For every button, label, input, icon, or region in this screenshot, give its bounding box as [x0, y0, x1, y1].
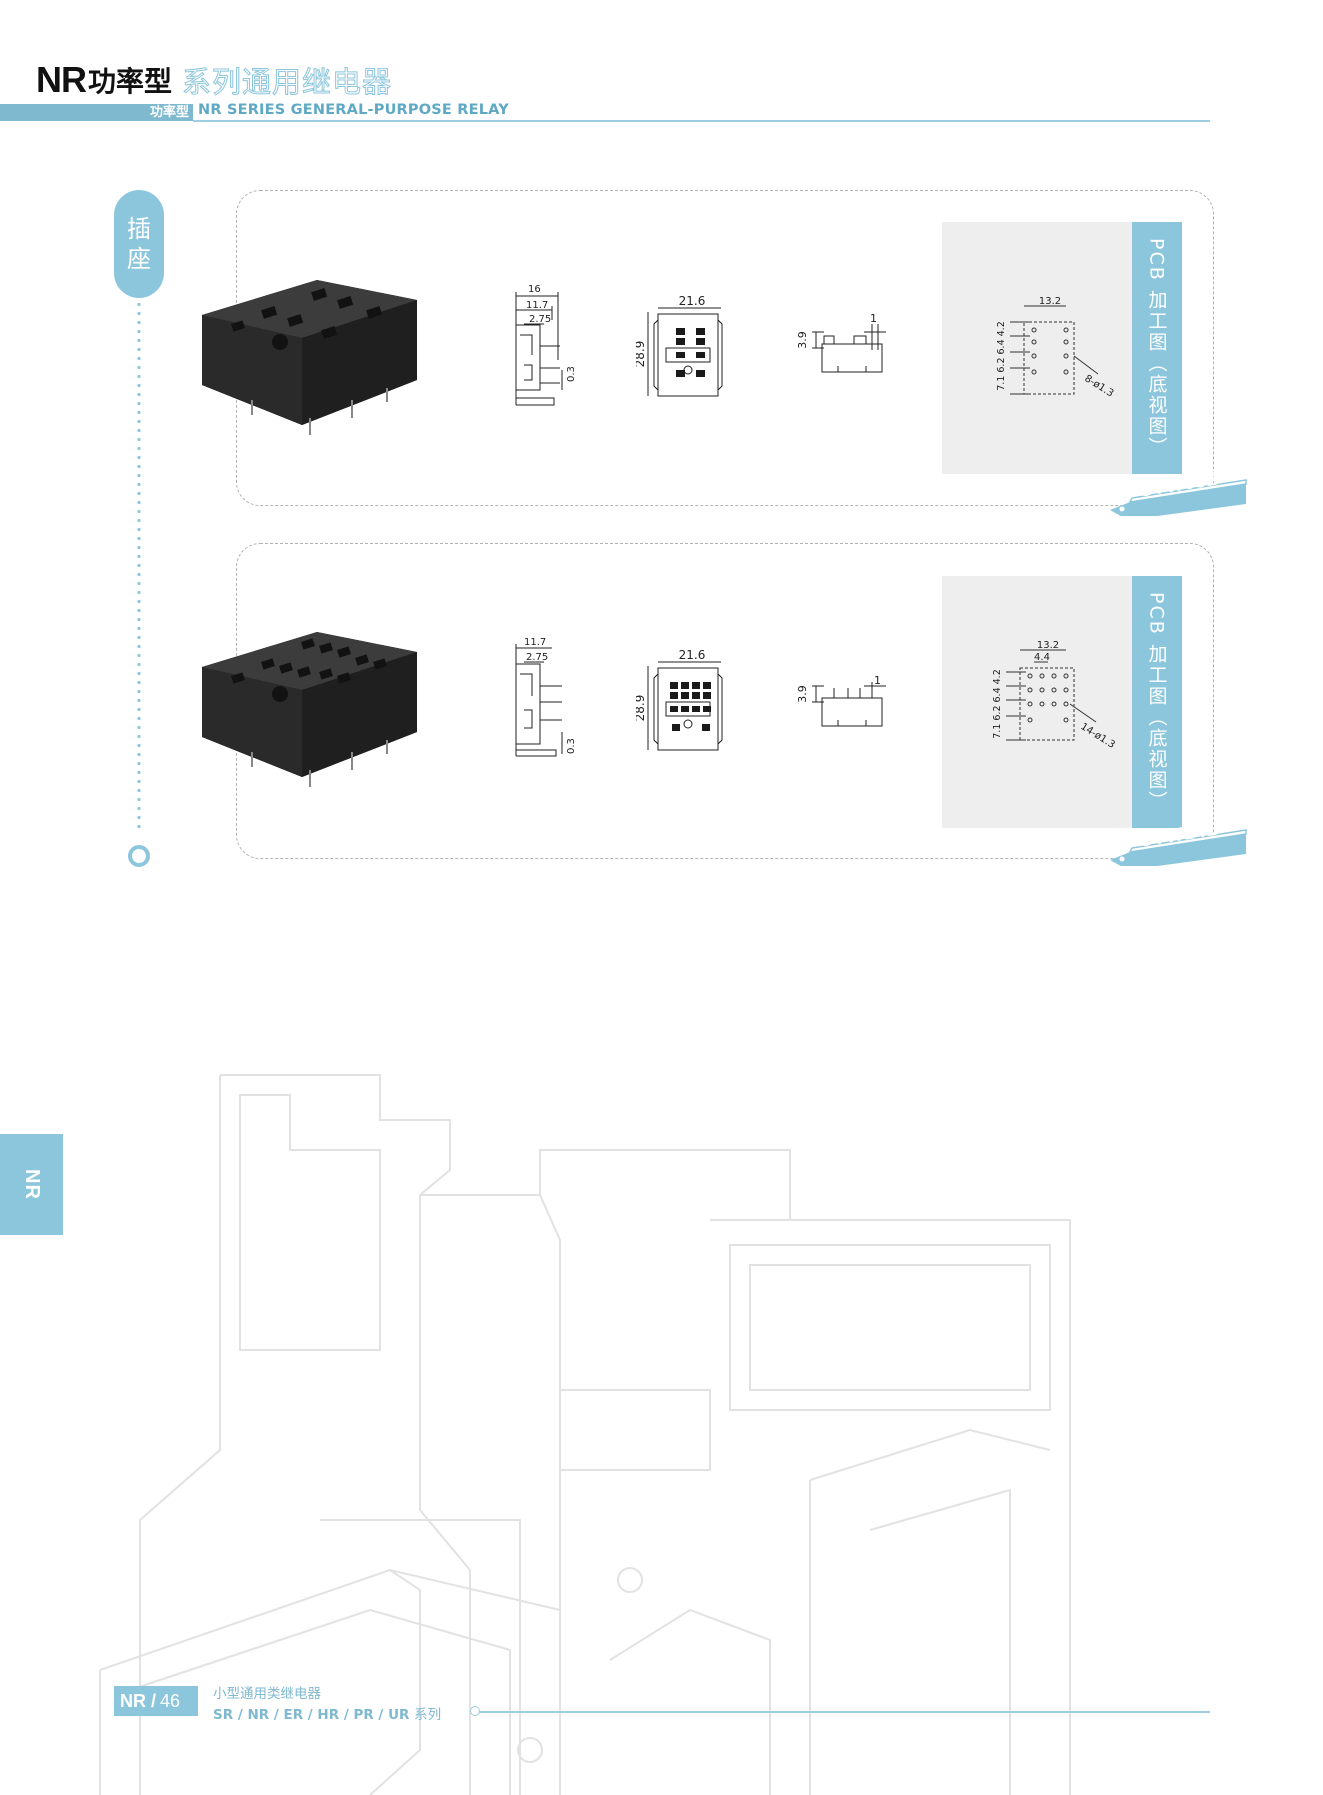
section-label-line1: 插 — [127, 215, 151, 243]
background-relay-illustration — [99, 1074, 1071, 1795]
pcb-dim-13-2: 13.2 — [1037, 640, 1059, 651]
dim-1: 1 — [870, 312, 877, 325]
pcb-hole-spec: 14-ø1.3 — [1078, 721, 1116, 751]
header-rule — [193, 120, 1210, 122]
dim-0-3: 0.3 — [566, 366, 577, 382]
title-brand: NR — [36, 59, 87, 100]
header-band-label: 功率型 — [149, 105, 189, 120]
section-tab-label: NR — [20, 1169, 43, 1200]
dim-2-75: 2.75 — [529, 314, 551, 325]
pcb-dim-spacing: 7.1 6.2 6.4 4.2 — [992, 669, 1003, 739]
footer-series-suffix: 系列 — [414, 1707, 442, 1723]
footer-brand: NR / — [120, 1690, 156, 1711]
dim-11-7: 11.7 — [524, 637, 546, 648]
footer-ring-icon — [470, 1706, 480, 1716]
footer-subtitle: 小型通用类继电器 — [213, 1686, 321, 1702]
socket-photo-8pin — [202, 280, 417, 435]
section-label-line2: 座 — [127, 245, 151, 273]
dim-28-9: 28.9 — [636, 341, 647, 368]
pcb-label-strip: PCB 加工图（底视图） — [1132, 576, 1182, 828]
dim-16: 16 — [528, 284, 541, 295]
dim-0-3: 0.3 — [566, 738, 577, 754]
section-label: 插 座 — [114, 190, 164, 298]
pcb-layout-drawing-syw14b: 13.2 4.4 7.1 6.2 6.4 4.2 14-ø1.3 — [992, 640, 1117, 751]
model-tag-syw08b: SYW08B — [1108, 468, 1248, 520]
title-type: 功率型 — [88, 65, 173, 98]
dim-28-9: 28.9 — [636, 695, 647, 722]
pcb-dim-13-2: 13.2 — [1039, 296, 1061, 307]
dim-3-9: 3.9 — [796, 331, 809, 349]
section-tab-nr: NR — [0, 1134, 63, 1235]
pcb-panel-syw08b — [942, 222, 1132, 474]
pcb-dim-4-4: 4.4 — [1034, 652, 1050, 663]
pcb-hole-spec: 8-ø1.3 — [1082, 373, 1115, 399]
pcb-panel-syw14b — [942, 576, 1132, 828]
footer-rule — [476, 1711, 1210, 1713]
outline-ring-icon — [128, 845, 150, 867]
dim-21-6: 21.6 — [679, 648, 706, 662]
page-number: 46 — [160, 1690, 181, 1711]
page-title: NR 功率型 系列通用继电器 — [36, 58, 392, 100]
model-tag-syw14b: SYW14B — [1108, 818, 1248, 870]
pcb-layout-drawing-syw08b: 13.2 7.1 6.2 6.4 4.2 8-ø1.3 — [996, 296, 1115, 400]
top-view-drawing-syw08b: 21.6 28.9 — [636, 294, 723, 397]
dim-3-9: 3.9 — [796, 685, 809, 703]
socket-photo-14pin — [202, 632, 417, 787]
pcb-label: PCB 加工图（底视图） — [1145, 238, 1168, 458]
footer-series: SR / NR / ER / HR / PR / UR 系列 — [213, 1703, 441, 1723]
pcb-dim-spacing: 7.1 6.2 6.4 4.2 — [996, 321, 1007, 391]
dim-11-7: 11.7 — [526, 300, 548, 311]
title-english: NR SERIES GENERAL-PURPOSE RELAY — [198, 102, 509, 118]
dim-2-75: 2.75 — [526, 652, 548, 663]
side-view-drawing-syw08b: 16 11.7 2.75 0.3 — [515, 284, 577, 406]
footer-series-list: SR / NR / ER / HR / PR / UR — [213, 1707, 410, 1723]
title-series: 系列通用继电器 — [182, 65, 393, 100]
pcb-label: PCB 加工图（底视图） — [1145, 592, 1168, 812]
side-view-drawing-syw14b: 11.7 2.75 0.3 — [515, 637, 577, 757]
footer-page-box: NR / 46 — [114, 1686, 198, 1716]
dim-21-6: 21.6 — [679, 294, 706, 308]
front-view-drawing-syw08b: 3.9 1 — [796, 312, 886, 373]
top-view-drawing-syw14b: 21.6 28.9 — [636, 648, 723, 751]
pcb-label-strip: PCB 加工图（底视图） — [1132, 222, 1182, 474]
front-view-drawing-syw14b: 3.9 1 — [796, 674, 886, 727]
dim-1: 1 — [874, 674, 881, 687]
timeline-dots — [137, 300, 141, 828]
header-band: 功率型 — [0, 104, 193, 121]
